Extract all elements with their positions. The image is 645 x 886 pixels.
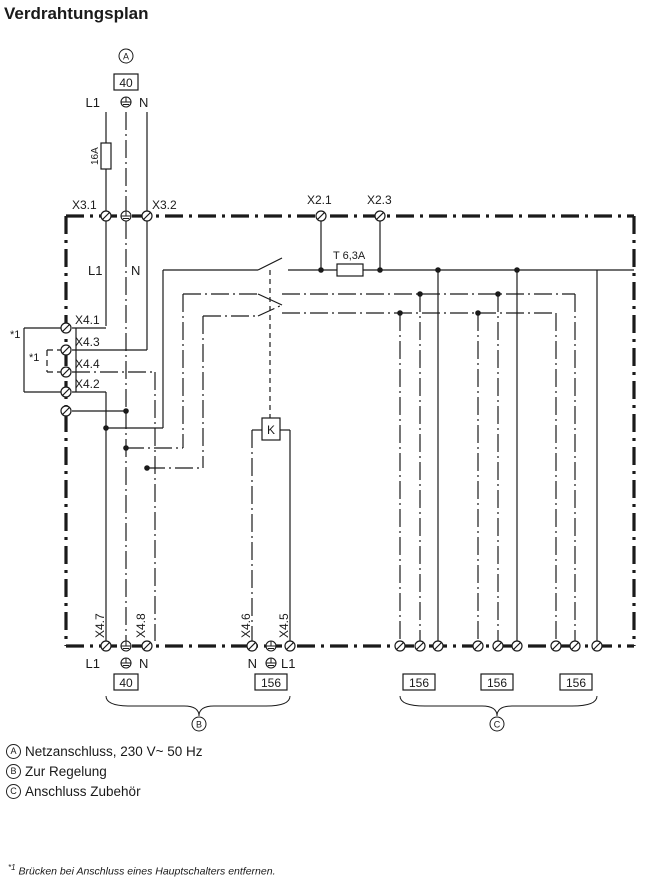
plug-40-top-label: 40 bbox=[119, 76, 133, 90]
terminal-x4-3 bbox=[60, 344, 72, 356]
terminal-x4-extra bbox=[60, 405, 72, 417]
terminal-x4-5-label: X4.5 bbox=[277, 613, 291, 638]
terminal-acc-5 bbox=[492, 640, 504, 652]
terminal-x4-7 bbox=[100, 640, 112, 652]
bridge-mark-1: *1 bbox=[10, 329, 20, 341]
terminal-acc-8 bbox=[569, 640, 581, 652]
terminal-x4-7-label: X4.7 bbox=[93, 613, 107, 638]
plug-156-acc3-label: 156 bbox=[566, 676, 586, 690]
terminal-x4-4 bbox=[60, 366, 72, 378]
terminal-acc-3 bbox=[432, 640, 444, 652]
top-l1-label: L1 bbox=[86, 95, 100, 110]
legend-item-b: B Zur Regelung bbox=[6, 764, 107, 779]
plug-40-bottom-label: 40 bbox=[119, 676, 133, 690]
circle-b bbox=[191, 716, 207, 732]
inner-n-label: N bbox=[131, 263, 140, 278]
terminal-acc-7 bbox=[550, 640, 562, 652]
bottom-mid-n-label: N bbox=[248, 656, 257, 671]
terminal-x3-1 bbox=[100, 210, 112, 222]
terminal-pe-top bbox=[120, 210, 132, 222]
terminal-x4-8-label: X4.8 bbox=[134, 613, 148, 638]
plug-40-bottom bbox=[113, 673, 139, 691]
bottom-left-n-label: N bbox=[139, 656, 148, 671]
circle-a-top bbox=[118, 48, 134, 64]
terminal-x4-6-label: X4.6 bbox=[239, 613, 253, 638]
terminal-x4-2-label: X4.2 bbox=[75, 377, 100, 391]
inner-l1-label: L1 bbox=[88, 263, 102, 278]
supply-lines bbox=[100, 112, 148, 216]
page-title: Verdrahtungsplan bbox=[4, 4, 149, 23]
housing-boundary bbox=[64, 214, 636, 648]
plug-156-acc2 bbox=[480, 673, 514, 691]
terminal-acc-4 bbox=[472, 640, 484, 652]
plug-156-acc2-label: 156 bbox=[487, 676, 507, 690]
relay-k-label: K bbox=[267, 423, 275, 437]
circle-b-letter: B bbox=[196, 720, 202, 730]
footnote-mark: *1 bbox=[8, 863, 16, 872]
terminal-x4-5 bbox=[284, 640, 296, 652]
terminal-pe-bottom-left bbox=[120, 640, 132, 652]
internal-wiring bbox=[23, 221, 634, 641]
footnote-text: Brücken bei Anschluss eines Hauptschalte… bbox=[18, 865, 276, 878]
terminal-x4-8 bbox=[141, 640, 153, 652]
bottom-left-ground-symbol bbox=[120, 657, 132, 669]
terminal-x4-6 bbox=[246, 640, 258, 652]
plug-156-mid bbox=[254, 673, 288, 691]
bottom-mid-l1-label: L1 bbox=[281, 656, 295, 671]
fuse-16a-label: 16A bbox=[90, 147, 101, 165]
footnote: *1 Brücken bei Anschluss eines Hauptscha… bbox=[8, 863, 276, 878]
brace-c bbox=[399, 695, 598, 717]
plug-156-acc1-label: 156 bbox=[409, 676, 429, 690]
terminal-x2-1 bbox=[315, 210, 327, 222]
circle-a-top-letter: A bbox=[123, 52, 129, 62]
terminal-x4-3-label: X4.3 bbox=[75, 335, 100, 349]
terminal-acc-2 bbox=[414, 640, 426, 652]
legend-text-b: Zur Regelung bbox=[25, 764, 107, 779]
bottom-left-l1-label: L1 bbox=[86, 656, 100, 671]
plug-156-acc3 bbox=[559, 673, 593, 691]
terminal-x4-2 bbox=[60, 386, 72, 398]
terminal-x2-3 bbox=[374, 210, 386, 222]
circle-c-letter: C bbox=[494, 720, 501, 730]
plug-156-mid-label: 156 bbox=[261, 676, 281, 690]
bridge-mark-2: *1 bbox=[29, 352, 39, 364]
terminal-x3-2-label: X3.2 bbox=[152, 198, 177, 212]
terminal-x2-3-label: X2.3 bbox=[367, 193, 392, 207]
wiring-diagram: A 40 L1 N 16A X3.1 X3.2 X2.1 X2.3 bbox=[10, 48, 636, 732]
legend-item-c: C Anschluss Zubehör bbox=[6, 784, 141, 799]
legend-circle-a: A bbox=[6, 744, 21, 759]
terminal-acc-6 bbox=[511, 640, 523, 652]
fuse-t63-label: T 6,3A bbox=[333, 250, 366, 262]
legend-item-a: A Netzanschluss, 230 V~ 50 Hz bbox=[6, 744, 202, 759]
terminal-x3-2 bbox=[141, 210, 153, 222]
terminal-x2-1-label: X2.1 bbox=[307, 193, 332, 207]
terminal-acc-9 bbox=[591, 640, 603, 652]
bottom-mid-ground-symbol bbox=[265, 657, 277, 669]
legend-circle-b: B bbox=[6, 764, 21, 779]
terminal-x4-1 bbox=[60, 322, 72, 334]
top-n-label: N bbox=[139, 95, 148, 110]
terminal-x4-4-label: X4.4 bbox=[75, 357, 100, 371]
junction-dots bbox=[103, 267, 520, 471]
plug-40-top bbox=[113, 73, 139, 91]
terminal-x3-1-label: X3.1 bbox=[72, 198, 97, 212]
circle-c bbox=[489, 716, 505, 732]
plug-156-acc1 bbox=[402, 673, 436, 691]
legend-text-a: Netzanschluss, 230 V~ 50 Hz bbox=[25, 744, 203, 759]
terminal-acc-1 bbox=[394, 640, 406, 652]
legend-circle-c: C bbox=[6, 784, 21, 799]
terminal-pe-bottom-mid bbox=[265, 640, 277, 652]
legend-text-c: Anschluss Zubehör bbox=[25, 784, 141, 799]
terminal-x4-1-label: X4.1 bbox=[75, 313, 100, 327]
brace-b bbox=[105, 695, 291, 717]
top-ground-symbol bbox=[120, 96, 132, 108]
